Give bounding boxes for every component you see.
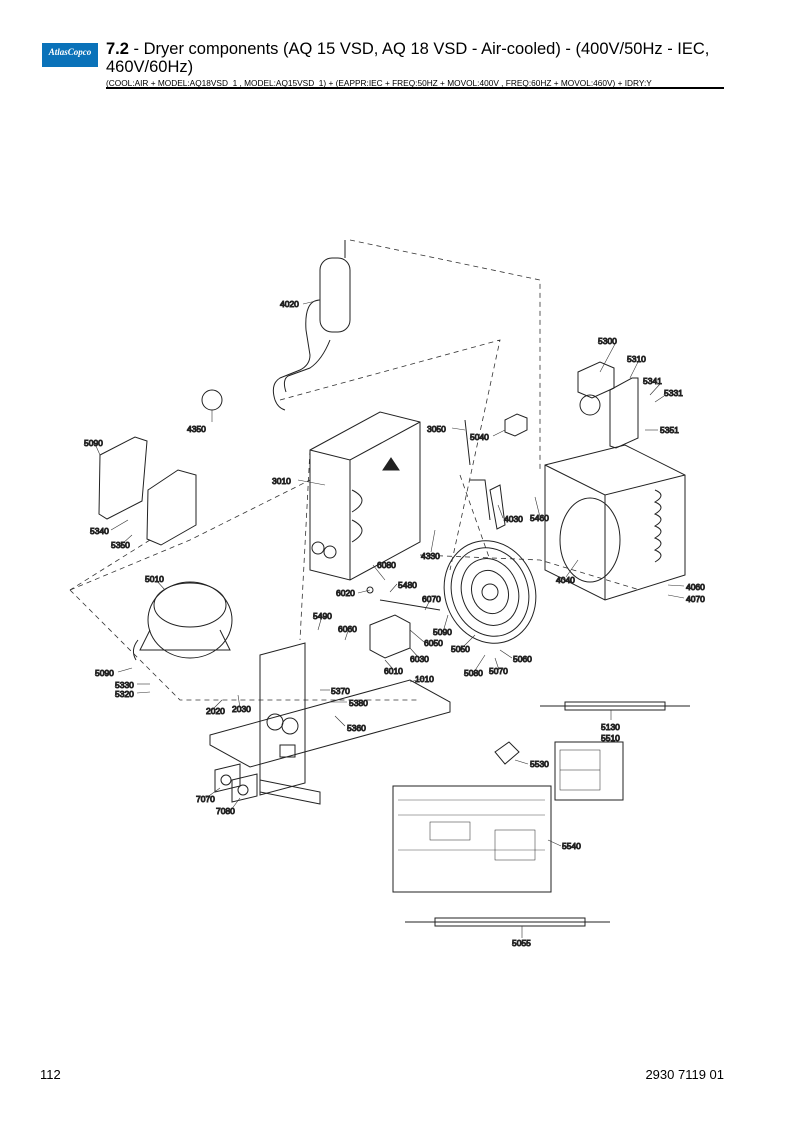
callout-5070: 5070 <box>489 666 508 676</box>
base-frame-part <box>209 642 451 805</box>
callout-4020: 4020 <box>280 299 299 309</box>
callout-5490: 5490 <box>313 611 332 621</box>
callout-5340: 5340 <box>90 526 109 536</box>
callout-5040: 5040 <box>470 432 489 442</box>
cover-bracket-part <box>98 389 223 546</box>
callout-5310: 5310 <box>627 354 646 364</box>
callout-5060: 5060 <box>513 654 532 664</box>
callout-6010: 6010 <box>384 666 403 676</box>
callout-4060: 4060 <box>686 582 705 592</box>
callout-5360: 5360 <box>347 723 366 733</box>
schematic-sheet-small-part <box>554 741 624 801</box>
callout-3050: 3050 <box>427 424 446 434</box>
callout-5055: 5055 <box>512 938 531 948</box>
grommet-part <box>494 741 520 765</box>
title-text: - Dryer components (AQ 15 VSD, AQ 18 VSD… <box>106 40 710 76</box>
atlas-copco-logo: AtlasCopco <box>42 43 98 67</box>
callout-5380: 5380 <box>349 698 368 708</box>
callout-4030: 4030 <box>504 514 523 524</box>
callout-4330: 4330 <box>421 551 440 561</box>
callout-5510: 5510 <box>601 733 620 743</box>
header-rule <box>106 87 724 89</box>
callout-5341: 5341 <box>643 376 662 386</box>
callout-4070: 4070 <box>686 594 705 604</box>
callout-2030: 2030 <box>232 704 251 714</box>
callout-6080: 6080 <box>377 560 396 570</box>
cable-gland-plate-part <box>214 763 258 803</box>
callout-5090-bottom: 5090 <box>95 668 114 678</box>
callout-5010: 5010 <box>145 574 164 584</box>
callout-4350: 4350 <box>187 424 206 434</box>
callout-5090-mid: 5090 <box>433 627 452 637</box>
page-number: 112 <box>40 1067 61 1082</box>
callout-7080: 7080 <box>216 806 235 816</box>
callout-5530: 5530 <box>530 759 549 769</box>
wiring-diagram-sheet-part <box>392 785 552 893</box>
callout-5300: 5300 <box>598 336 617 346</box>
callout-6020: 6020 <box>336 588 355 598</box>
callout-leaders <box>95 299 685 938</box>
callout-5540: 5540 <box>562 841 581 851</box>
callout-5350: 5350 <box>111 540 130 550</box>
callout-7070: 7070 <box>196 794 215 804</box>
callout-5050: 5050 <box>451 644 470 654</box>
callout-3010: 3010 <box>272 476 291 486</box>
callout-labels: 4020 5300 5310 5341 5331 5351 4350 3050 … <box>84 299 706 949</box>
logo-text: AtlasCopco <box>48 47 92 57</box>
callout-5331: 5331 <box>664 388 683 398</box>
condenser-part <box>544 444 686 601</box>
heat-exchanger-part <box>309 411 421 581</box>
callout-5090-top: 5090 <box>84 438 103 448</box>
callout-4040: 4040 <box>556 575 575 585</box>
callout-5330: 5330 <box>115 680 134 690</box>
page-subtitle: (COOL:AIR + MODEL:AQ18VSD_1 , MODEL:AQ15… <box>106 78 652 88</box>
callout-6070: 6070 <box>422 594 441 604</box>
callout-6050: 6050 <box>424 638 443 648</box>
page-title: 7.2 - Dryer components (AQ 15 VSD, AQ 18… <box>106 40 726 76</box>
callout-6030: 6030 <box>410 654 429 664</box>
document-code: 2930 7119 01 <box>645 1067 724 1082</box>
section-number: 7.2 <box>106 40 129 58</box>
callout-5080: 5080 <box>464 668 483 678</box>
callout-2020: 2020 <box>206 706 225 716</box>
cable-part <box>540 701 690 711</box>
callout-5351: 5351 <box>660 425 679 435</box>
callout-5130: 5130 <box>601 722 620 732</box>
callout-5320: 5320 <box>115 689 134 699</box>
callout-5370: 5370 <box>331 686 350 696</box>
sensor-part <box>464 413 528 530</box>
compressor-part <box>132 581 233 661</box>
relay-bracket-part <box>577 361 639 449</box>
callout-5460: 5460 <box>530 513 549 523</box>
fan-part <box>443 540 537 644</box>
callout-1010: 1010 <box>415 674 434 684</box>
callout-6060: 6060 <box>338 624 357 634</box>
page-header: 7.2 - Dryer components (AQ 15 VSD, AQ 18… <box>106 40 726 88</box>
callout-5480: 5480 <box>398 580 417 590</box>
separator-tube-part <box>272 240 351 411</box>
cable-5055-part <box>405 917 610 927</box>
